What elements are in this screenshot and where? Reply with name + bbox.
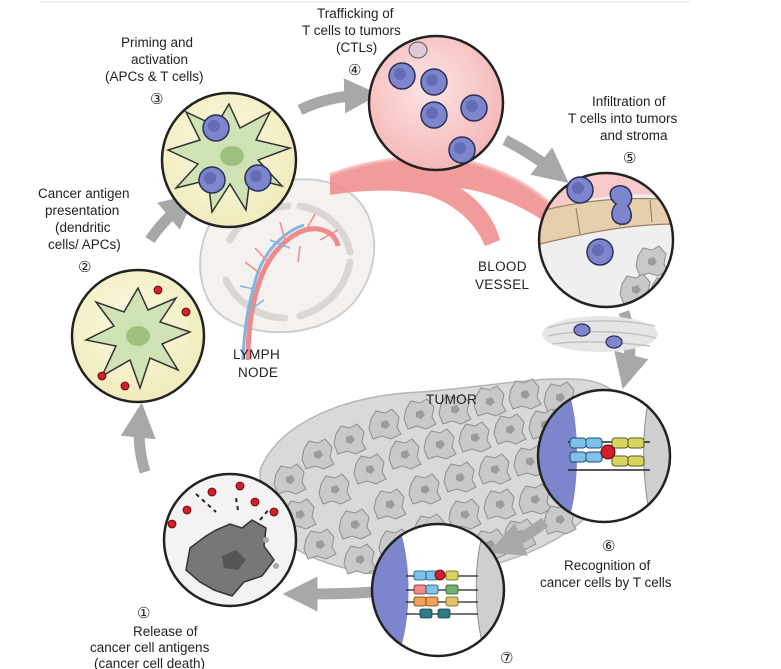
step-1-label-line1: Release of [133, 624, 198, 639]
step-4-circle [367, 34, 505, 172]
blood-vessel-label-line2: VESSEL [475, 277, 530, 292]
step-5-number: ⑤ [623, 150, 636, 167]
arrow-3-to-4 [297, 78, 380, 115]
step-3-label-line3: (APCs & T cells) [105, 69, 204, 84]
step-5-label-line2: T cells into tumors [568, 111, 678, 126]
arrow-1-to-2 [120, 402, 156, 474]
cycle-arrows [120, 78, 649, 612]
step-6-label-line2: cancer cells by T cells [540, 575, 672, 590]
step-5-label-line1: Infiltration of [592, 94, 666, 109]
arrow-6-to-7 [488, 517, 549, 556]
step-2-circle [70, 268, 206, 404]
step-6-label: ⑥ Recognition of cancer cells by T cells [540, 538, 672, 590]
step-4-label-line3: (CTLs) [336, 40, 377, 55]
step-7-number: ⑦ [500, 650, 513, 667]
step-4-label-line2: T cells to tumors [302, 23, 401, 38]
step-2-number: ② [78, 259, 91, 276]
step-1-circle [162, 472, 298, 608]
blood-vessel [329, 155, 557, 246]
step-1-label-line2: cancer cell antigens [90, 640, 210, 655]
step-3-label-line1: Priming and [121, 35, 193, 50]
step-1-label-line3: (cancer cell death) [94, 656, 205, 669]
step-2-label-line4: cells/ APCs) [48, 237, 121, 252]
blood-vessel-label-line1: BLOOD [478, 259, 527, 274]
step-6-circle [536, 388, 672, 524]
step-4-label-line1: Trafficking of [317, 6, 394, 21]
step-5-label: Infiltration of T cells into tumors and … [568, 94, 678, 167]
step-3-circle [160, 91, 298, 229]
step-2-label-line3: (dendritic [55, 220, 111, 235]
lymph-node-label-line1: LYMPH [233, 347, 280, 362]
tumor-label: TUMOR [426, 392, 477, 407]
step-1-number: ① [137, 605, 150, 622]
step-7-circle [370, 522, 506, 658]
step-4-number: ④ [348, 62, 361, 79]
step-4-label: Trafficking of T cells to tumors (CTLs) … [302, 6, 401, 79]
step-3-number: ③ [150, 91, 163, 108]
stroma-band [542, 316, 658, 352]
step-3-label-line2: activation [131, 52, 188, 67]
lymph-node-label-line2: NODE [238, 365, 278, 380]
step-6-label-line1: Recognition of [564, 558, 651, 573]
step-6-number: ⑥ [602, 538, 615, 555]
step-3-label: Priming and activation (APCs & T cells) … [105, 35, 204, 108]
arrow-4-to-5 [502, 135, 569, 183]
arrow-7-to-1 [282, 576, 373, 612]
step-2-label-line1: Cancer antigen [38, 186, 130, 201]
step-5-label-line3: and stroma [600, 128, 668, 143]
step-2-label: Cancer antigen presentation (dendritic c… [38, 186, 130, 276]
step-1-label: ① Release of cancer cell antigens (cance… [90, 605, 210, 669]
step-5-circle [537, 171, 675, 309]
step-2-label-line2: presentation [45, 203, 119, 218]
arrow-2-to-3 [145, 193, 196, 244]
